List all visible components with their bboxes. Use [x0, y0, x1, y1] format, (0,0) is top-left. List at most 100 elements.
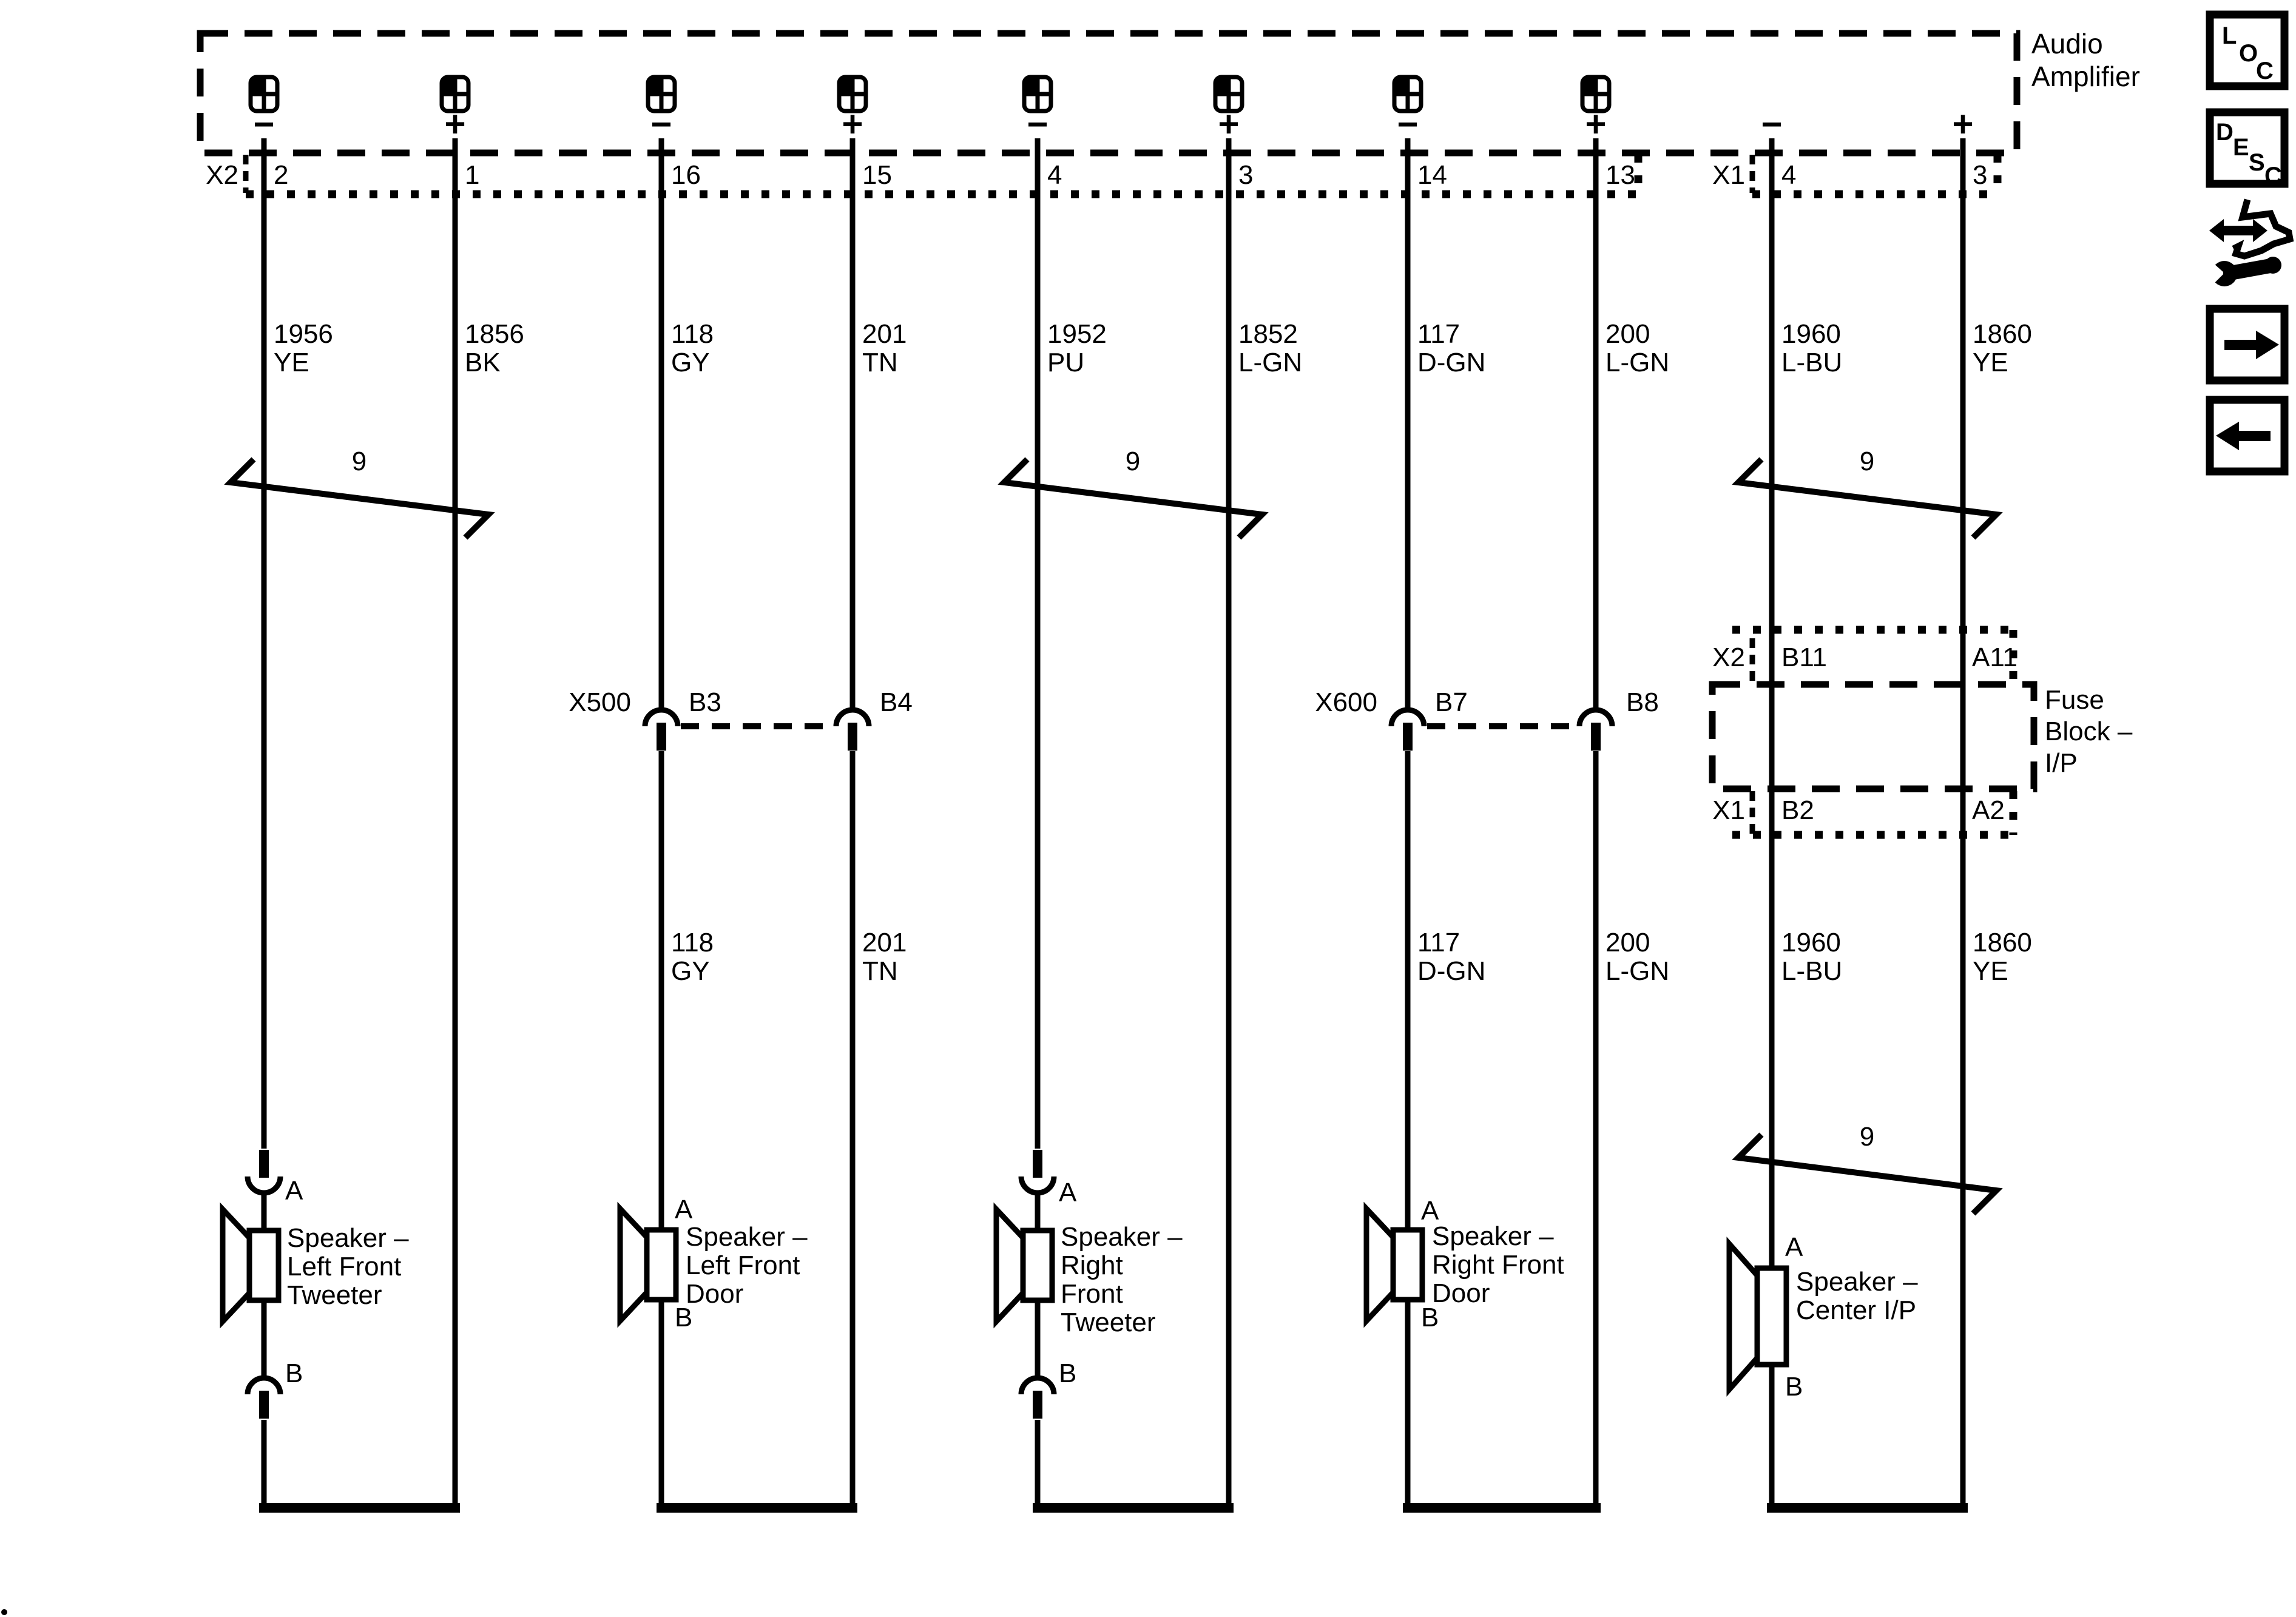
- connector-name: X600: [1315, 687, 1377, 717]
- amp-connector-strip-x1: X1 4 3: [1712, 155, 2002, 198]
- speaker-label-line: Tweeter: [287, 1280, 382, 1310]
- fuse-block-label-line1: Fuse: [2045, 685, 2104, 715]
- speaker-body: [246, 1227, 282, 1303]
- pin-number: 16: [671, 160, 701, 190]
- circuit-number: 200: [1606, 319, 1650, 349]
- amplifier-dashed-outline: [197, 30, 2021, 157]
- circuit-number: 117: [1417, 319, 1460, 349]
- speaker-left-front-tweeter: A Speaker – Left Front Tweeter B: [220, 1150, 409, 1419]
- fuse-block-label-line3: I/P: [2045, 748, 2078, 778]
- audio-amplifier-box: Audio Amplifier − + − + − + − + − +: [197, 28, 2140, 157]
- wire-color: L-BU: [1781, 348, 1842, 377]
- twisted-pair-label: 9: [1860, 1122, 1874, 1152]
- circuit-number: 1956: [274, 319, 333, 349]
- twisted-pair-mark: [998, 457, 1269, 540]
- forward-button-frame: [2206, 305, 2289, 385]
- speaker-label-line: Tweeter: [1061, 1308, 1156, 1337]
- back-button[interactable]: [2206, 396, 2289, 476]
- desc-letter: C: [2264, 163, 2282, 189]
- inline-terminal-icon: [1021, 1378, 1054, 1419]
- speaker-pin-b: B: [1421, 1303, 1439, 1332]
- polarity-sign: −: [253, 104, 274, 144]
- circuit-number: 200: [1606, 928, 1650, 957]
- circuit-number: 118: [671, 928, 714, 957]
- forward-button[interactable]: [2206, 305, 2289, 385]
- pin-number: 4: [1047, 160, 1062, 190]
- speaker-label-line: Right: [1061, 1251, 1123, 1280]
- desc-letter: S: [2249, 149, 2265, 176]
- speaker-label-line: Speaker –: [686, 1222, 808, 1252]
- twisted-pair-symbols: 9 9 9 9: [224, 447, 2003, 1216]
- circuit-number: 1960: [1781, 928, 1841, 957]
- speaker-body: [1754, 1265, 1789, 1368]
- speaker-body: [1390, 1227, 1425, 1303]
- loc-letter: L: [2222, 22, 2237, 49]
- fuse-pin: A11: [1972, 643, 2017, 672]
- speaker-label-line: Speaker –: [1061, 1222, 1183, 1252]
- twisted-pair-label: 9: [1126, 447, 1140, 476]
- fuse-pin: B11: [1781, 643, 1827, 672]
- sidebar-toolbar: L O C D E S C: [2203, 10, 2294, 476]
- circuit-number: 201: [862, 928, 907, 957]
- circuit-number: 1960: [1781, 319, 1841, 349]
- circuit-number: 118: [671, 319, 714, 349]
- speaker-label-line: Speaker –: [287, 1223, 409, 1253]
- repair-instructions-button[interactable]: [2203, 198, 2294, 286]
- speaker-cone: [617, 1201, 650, 1328]
- circuit-number: 1860: [1973, 928, 2032, 957]
- speaker-label-line: Left Front: [686, 1251, 800, 1280]
- speaker-body: [644, 1227, 679, 1303]
- wire-labels-upper: 1956 YE 1856 BK 118 GY 201 TN 1952 PU 18…: [274, 319, 2032, 377]
- wire-color: L-GN: [1606, 956, 1669, 986]
- connector-label-x2: X2: [206, 160, 238, 190]
- speaker-label-line: Speaker –: [1432, 1221, 1554, 1251]
- speaker-pin-b: B: [1059, 1359, 1076, 1388]
- desc-button[interactable]: D E S C: [2206, 108, 2289, 189]
- loc-button[interactable]: L O C: [2206, 10, 2289, 90]
- wire-color: YE: [274, 348, 309, 377]
- twisted-pair-mark: [224, 457, 495, 540]
- wire-color: BK: [465, 348, 501, 377]
- circuit-number: 1856: [465, 319, 524, 349]
- fuse-pin: B2: [1781, 795, 1814, 825]
- speaker-pin-b: B: [285, 1359, 303, 1388]
- connector-pin: B4: [880, 687, 913, 717]
- inline-terminal-icon: [248, 1378, 280, 1419]
- right-arrow-icon: [2224, 340, 2256, 350]
- left-arrow-head: [2216, 422, 2239, 450]
- fuse-block-label-line2: Block –: [2045, 717, 2133, 746]
- connector-terminal-icon: [645, 710, 678, 751]
- pin-number: 13: [1606, 160, 1635, 190]
- speaker-label-line: Door: [1432, 1278, 1490, 1308]
- left-arrow-icon: [2239, 431, 2271, 441]
- speaker-pin-a: A: [675, 1195, 693, 1224]
- twisted-pair-mark: [1732, 1132, 2003, 1216]
- loc-letter: C: [2256, 58, 2274, 84]
- speaker-label-line: Door: [686, 1279, 743, 1309]
- fuse-block-dashed-outline: [1709, 681, 2038, 792]
- speaker-cone: [1363, 1201, 1396, 1328]
- wire-color: TN: [862, 956, 898, 986]
- wire-color: GY: [671, 956, 710, 986]
- inline-connector-x600: X600 B7 B8: [1315, 687, 1659, 751]
- speaker-pin-b: B: [675, 1303, 692, 1332]
- right-arrow-head: [2256, 331, 2279, 359]
- connector-terminal-icon: [836, 710, 869, 751]
- part-outline-icon: [2231, 198, 2294, 260]
- twisted-pair-label: 9: [1860, 447, 1874, 476]
- connector-terminal-icon: [1579, 710, 1612, 751]
- inline-terminal-icon: [248, 1150, 280, 1193]
- pin-number: 3: [1238, 160, 1253, 190]
- speaker-pin-a: A: [1421, 1196, 1439, 1226]
- circuit-number: 1852: [1238, 319, 1298, 349]
- polarity-sign: +: [842, 104, 863, 144]
- inline-connector-x500: X500 B3 B4: [569, 687, 913, 751]
- speaker-cone: [220, 1202, 252, 1329]
- speaker-pin-a: A: [285, 1176, 303, 1206]
- connector-terminal-icon: [1391, 710, 1424, 751]
- wires: [259, 138, 1968, 1513]
- inline-terminal-icon: [1021, 1150, 1054, 1193]
- pin-number: 3: [1973, 160, 1987, 190]
- polarity-sign: −: [650, 104, 672, 144]
